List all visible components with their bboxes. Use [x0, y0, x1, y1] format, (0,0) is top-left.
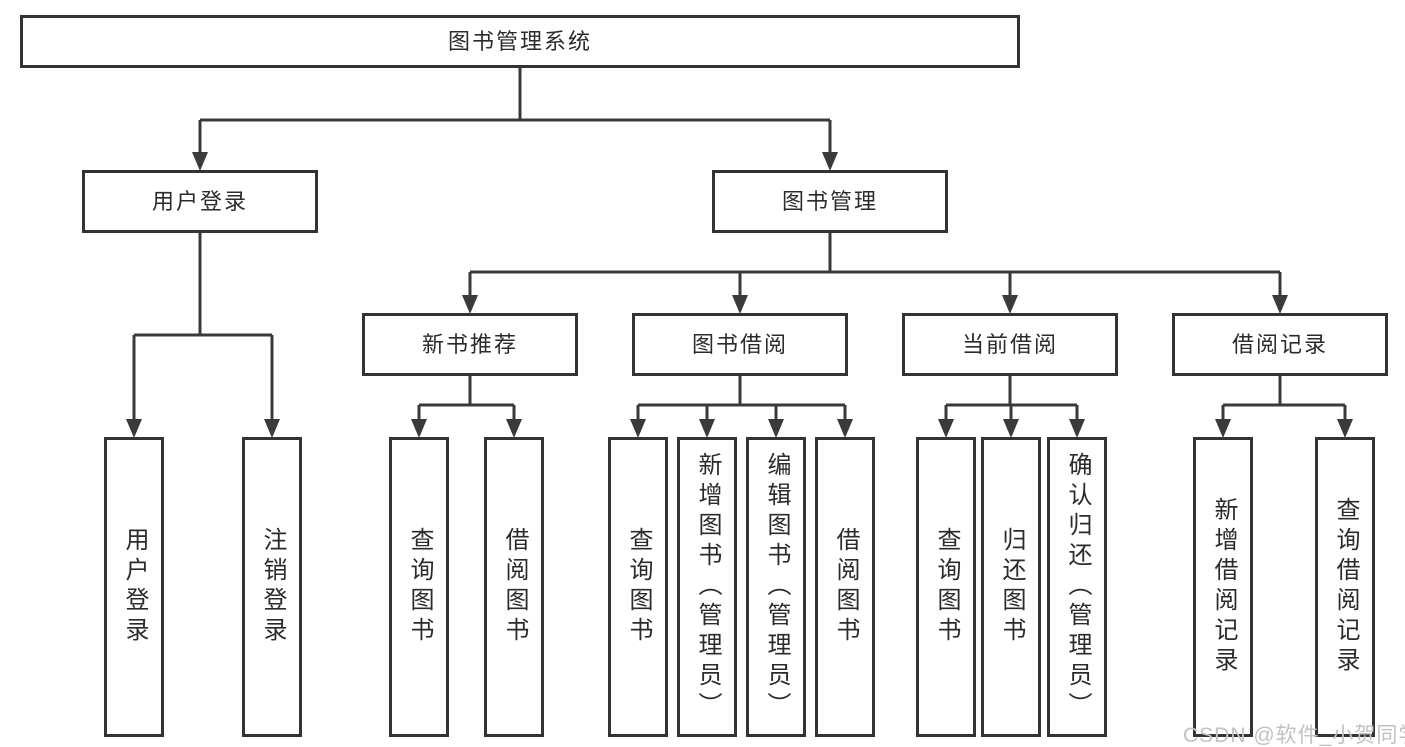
leaf-current-query-books-label: 查询图书	[933, 527, 960, 647]
leaf-borrowing-query-books: 查询图书	[608, 437, 668, 737]
leaf-current-return-books-label: 归还图书	[998, 527, 1025, 647]
arrowhead	[837, 419, 853, 438]
leaf-records-add-record: 新增借阅记录	[1193, 437, 1253, 737]
arrowhead	[1272, 295, 1288, 314]
leaf-recommend-query-books: 查询图书	[389, 437, 449, 737]
connector-root-fan	[200, 68, 830, 122]
leaf-logout-login: 注销登录	[242, 437, 302, 737]
leaf-borrowing-borrow-books: 借阅图书	[815, 437, 875, 737]
arrowhead	[630, 419, 646, 438]
leaf-borrowing-borrow-books-label: 借阅图书	[832, 527, 859, 647]
connector-borrowing-records-drops	[1221, 405, 1347, 423]
node-user-login-label: 用户登录	[151, 188, 248, 214]
node-borrowing-records-label: 借阅记录	[1231, 331, 1328, 357]
connector-user-login-fan	[134, 233, 272, 337]
connector-book-borrowing-drops	[636, 405, 847, 423]
connector-user-login-drops	[132, 335, 274, 423]
connector-root-drops	[198, 120, 832, 156]
connector-current-borrowing-fan	[946, 376, 1077, 407]
leaf-borrowing-query-books-label: 查询图书	[625, 527, 652, 647]
arrowhead	[822, 152, 838, 171]
leaf-borrowing-edit-books-admin: 编辑图书（管理员）	[746, 437, 806, 737]
arrowhead	[1069, 419, 1085, 438]
node-root-label: 图书管理系统	[447, 28, 592, 54]
arrowhead	[1002, 295, 1018, 314]
leaf-user-login-label: 用户登录	[121, 527, 148, 647]
node-book-borrowing: 图书借阅	[632, 313, 848, 376]
node-book-borrowing-label: 图书借阅	[691, 331, 788, 357]
leaf-current-return-books: 归还图书	[981, 437, 1041, 737]
arrowhead	[1215, 419, 1231, 438]
leaf-borrowing-add-books-admin: 新增图书（管理员）	[677, 437, 737, 737]
csdn-watermark: CSDN @软件_小贺同学	[1183, 724, 1405, 747]
leaf-current-query-books: 查询图书	[916, 437, 976, 737]
leaf-borrowing-add-books-admin-label: 新增图书（管理员）	[694, 452, 721, 722]
node-root: 图书管理系统	[20, 15, 1020, 68]
leaf-borrowing-edit-books-admin-label: 编辑图书（管理员）	[763, 452, 790, 722]
connector-book-borrowing-fan	[638, 376, 845, 407]
arrowhead	[411, 419, 427, 438]
arrowhead	[768, 419, 784, 438]
leaf-recommend-borrow-books: 借阅图书	[484, 437, 544, 737]
leaf-recommend-query-books-label: 查询图书	[406, 527, 433, 647]
arrowhead	[732, 295, 748, 314]
node-current-borrowing-label: 当前借阅	[961, 331, 1058, 357]
leaf-records-query-record: 查询借阅记录	[1315, 437, 1375, 737]
leaf-records-query-record-label: 查询借阅记录	[1332, 497, 1359, 677]
node-book-management: 图书管理	[712, 170, 948, 233]
arrowhead	[264, 419, 280, 438]
node-current-borrowing: 当前借阅	[902, 313, 1118, 376]
connector-book-management-drops	[468, 272, 1282, 299]
node-book-management-label: 图书管理	[781, 188, 878, 214]
arrowhead	[126, 419, 142, 438]
arrowhead	[192, 152, 208, 171]
arrowhead	[506, 419, 522, 438]
arrowhead	[938, 419, 954, 438]
leaf-current-confirm-return-admin-label: 确认归还（管理员）	[1064, 452, 1091, 722]
connector-new-book-recommend-fan	[419, 376, 514, 407]
leaf-logout-login-label: 注销登录	[259, 527, 286, 647]
node-new-book-recommend: 新书推荐	[362, 313, 578, 376]
arrowhead	[699, 419, 715, 438]
connector-borrowing-records-fan	[1223, 376, 1345, 407]
arrowhead	[462, 295, 478, 314]
node-borrowing-records: 借阅记录	[1172, 313, 1388, 376]
arrowhead	[1337, 419, 1353, 438]
node-user-login: 用户登录	[82, 170, 318, 233]
arrowhead	[1003, 419, 1019, 438]
leaf-current-confirm-return-admin: 确认归还（管理员）	[1047, 437, 1107, 737]
leaf-user-login: 用户登录	[104, 437, 164, 737]
connector-new-book-recommend-drops	[417, 405, 516, 423]
connector-book-management-fan	[470, 233, 1280, 274]
leaf-recommend-borrow-books-label: 借阅图书	[501, 527, 528, 647]
node-new-book-recommend-label: 新书推荐	[421, 331, 518, 357]
leaf-records-add-record-label: 新增借阅记录	[1210, 497, 1237, 677]
